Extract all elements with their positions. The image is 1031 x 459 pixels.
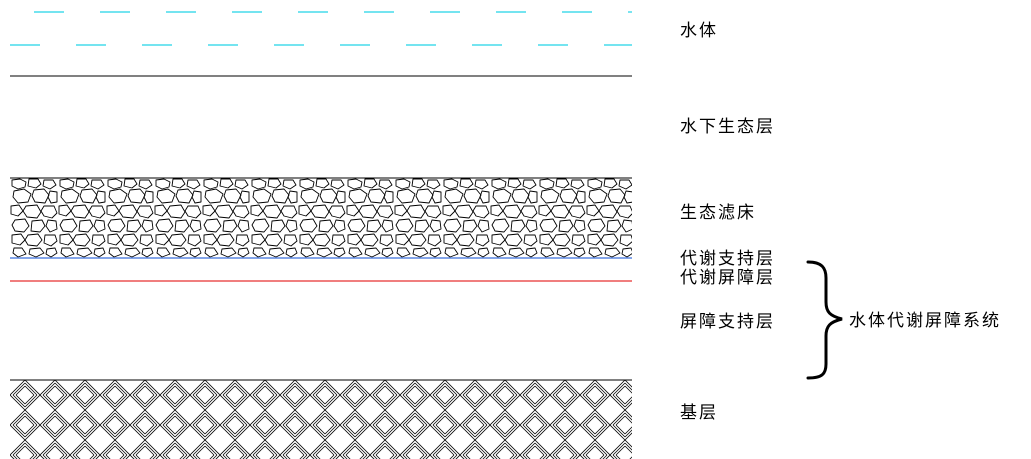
label-underwater-eco: 水下生态层 [680, 117, 775, 137]
gravel-filter-bed [10, 178, 632, 258]
water-surface-dashes [10, 11, 632, 46]
label-eco-filter: 生态滤床 [680, 203, 756, 223]
system-brace [806, 260, 843, 380]
label-system: 水体代谢屏障系统 [849, 311, 1001, 331]
label-base: 基层 [680, 403, 718, 423]
label-metabolic-barrier: 代谢屏障层 [680, 268, 775, 288]
label-water: 水体 [680, 21, 718, 41]
base-hatch-layer [10, 380, 632, 459]
label-metabolic-support: 代谢支持层 [680, 249, 775, 269]
label-barrier-support: 屏障支持层 [680, 312, 775, 332]
